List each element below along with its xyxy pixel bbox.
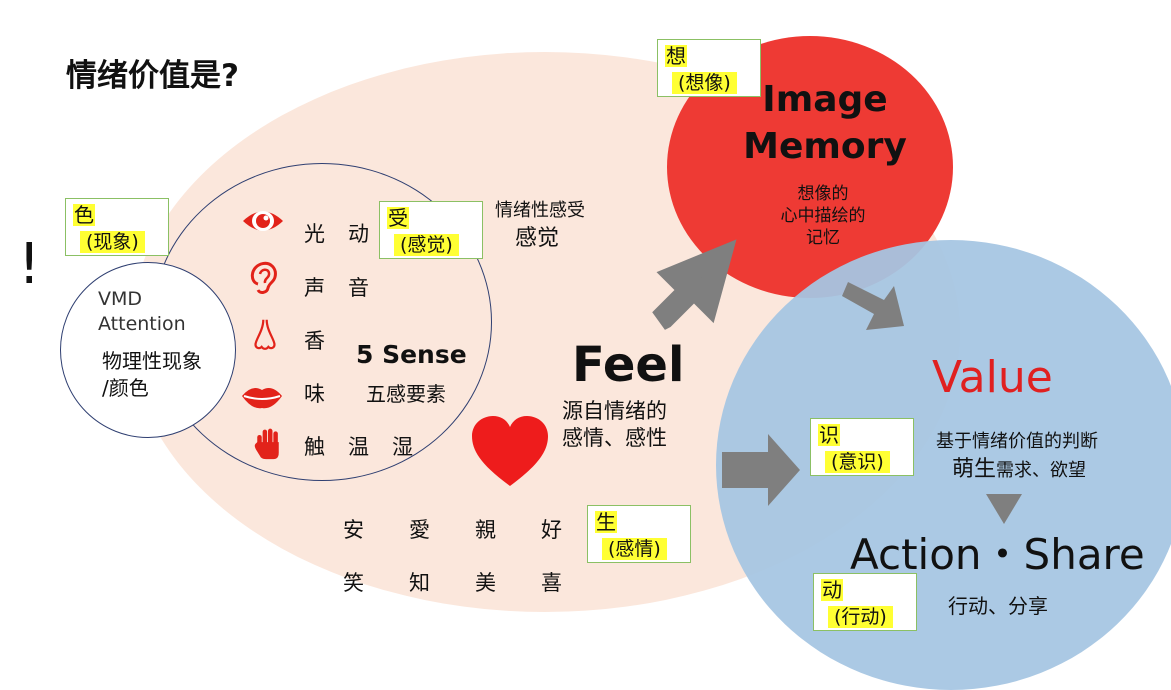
value-sub-judgement: 基于情绪价值的判断 <box>936 431 1098 452</box>
tag-receive: 受 (感觉) <box>379 201 483 259</box>
value-sub-needs: 需求、欲望 <box>996 460 1087 481</box>
feeling-char: 知 <box>409 571 430 595</box>
image-memory-line1: Image <box>762 79 888 120</box>
feeling-char: 愛 <box>409 518 430 542</box>
sense-char: 湿 <box>392 435 415 459</box>
sense-char: 声 <box>304 276 327 300</box>
arrow-value-to-action <box>986 494 1022 524</box>
page-title: 情绪价值是? <box>66 58 239 94</box>
vmd-label: VMD <box>98 288 143 310</box>
feelings-row-2: 笑知美喜 <box>343 567 607 597</box>
sense-touch-chars: 触温湿 <box>304 431 436 461</box>
tag-sub: (现象) <box>80 231 145 253</box>
sense-char: 光 <box>304 222 327 246</box>
five-sense-sub: 五感要素 <box>366 382 446 406</box>
feel-sub-line2: 感情、感性 <box>562 426 667 450</box>
tag-sub: (感觉) <box>394 234 459 256</box>
tag-char: 识 <box>818 423 840 447</box>
feeling-char: 安 <box>343 518 364 542</box>
ear-icon <box>250 261 277 294</box>
sense-char: 音 <box>348 276 371 300</box>
action-share-label: Action・Share <box>850 530 1145 579</box>
tag-live: 生 (感情) <box>587 505 691 563</box>
tag-sub: (感情) <box>602 538 667 560</box>
heart-icon <box>472 416 548 486</box>
vmd-physical: 物理性现象 <box>102 349 202 373</box>
sense-char: 香 <box>304 329 327 353</box>
image-memory-title: Image Memory <box>700 76 950 170</box>
emotion-feel-small: 情绪性感受 <box>495 200 585 221</box>
sense-char: 味 <box>304 382 327 406</box>
tag-move: 动 (行动) <box>813 573 917 631</box>
tag-sub: (想像) <box>672 72 737 94</box>
feel-sub: 源自情绪的 感情、感性 <box>562 398 667 452</box>
eye-icon <box>243 211 283 231</box>
sense-smell-chars: 香 <box>304 325 348 355</box>
image-memory-sub2: 心中描绘的 <box>780 206 866 226</box>
arrows-layer <box>652 239 1022 524</box>
nose-icon <box>254 319 276 350</box>
exclamation-mark: ! <box>18 232 41 297</box>
feeling-char: 喜 <box>541 571 562 595</box>
tag-think: 想 (想像) <box>657 39 761 97</box>
feeling-char: 好 <box>541 518 562 542</box>
vmd-attention: Attention <box>98 313 186 335</box>
feel-sub-line1: 源自情绪的 <box>562 399 667 423</box>
arrow-feel-to-value <box>722 434 800 506</box>
feeling-char: 美 <box>475 571 496 595</box>
arrow-memory-to-value <box>842 282 904 330</box>
image-memory-line2: Memory <box>743 126 907 167</box>
sense-taste-chars: 味 <box>304 378 348 408</box>
feeling-char: 笑 <box>343 571 364 595</box>
feel-label: Feel <box>572 337 685 393</box>
tag-sub: (意识) <box>825 451 890 473</box>
sense-sight-chars: 光动 <box>304 218 392 248</box>
value-sub-emerge: 萌生 <box>952 457 997 482</box>
emotion-feel-big: 感觉 <box>515 226 560 251</box>
value-label: Value <box>932 352 1053 403</box>
hand-icon <box>254 428 279 460</box>
image-memory-sub: 想像的 心中描绘的 记忆 <box>760 183 886 249</box>
image-memory-sub1: 想像的 <box>797 184 849 204</box>
sense-hearing-chars: 声音 <box>304 272 392 302</box>
tag-color: 色 (现象) <box>65 198 169 256</box>
tag-char: 想 <box>665 44 687 68</box>
sense-char: 触 <box>304 435 327 459</box>
image-memory-sub3: 记忆 <box>806 228 840 248</box>
tag-char: 受 <box>387 206 409 230</box>
vmd-color: /颜色 <box>102 376 149 400</box>
tag-char: 色 <box>73 203 95 227</box>
feelings-row-1: 安愛親好 <box>343 514 607 544</box>
five-sense-label: 5 Sense <box>356 340 467 369</box>
tag-char: 动 <box>821 578 843 602</box>
lips-icon <box>242 388 282 409</box>
sense-char: 温 <box>348 435 371 459</box>
tag-char: 生 <box>595 510 617 534</box>
value-sub-desire: 萌生需求、欲望 <box>952 451 1086 483</box>
tag-know: 识 (意识) <box>810 418 914 476</box>
arrow-feel-to-memory <box>652 239 737 330</box>
vmd-circle <box>60 262 236 438</box>
action-share-sub: 行动、分享 <box>948 594 1048 618</box>
tag-sub: (行动) <box>828 606 893 628</box>
feeling-char: 親 <box>475 518 496 542</box>
sense-char: 动 <box>348 222 371 246</box>
